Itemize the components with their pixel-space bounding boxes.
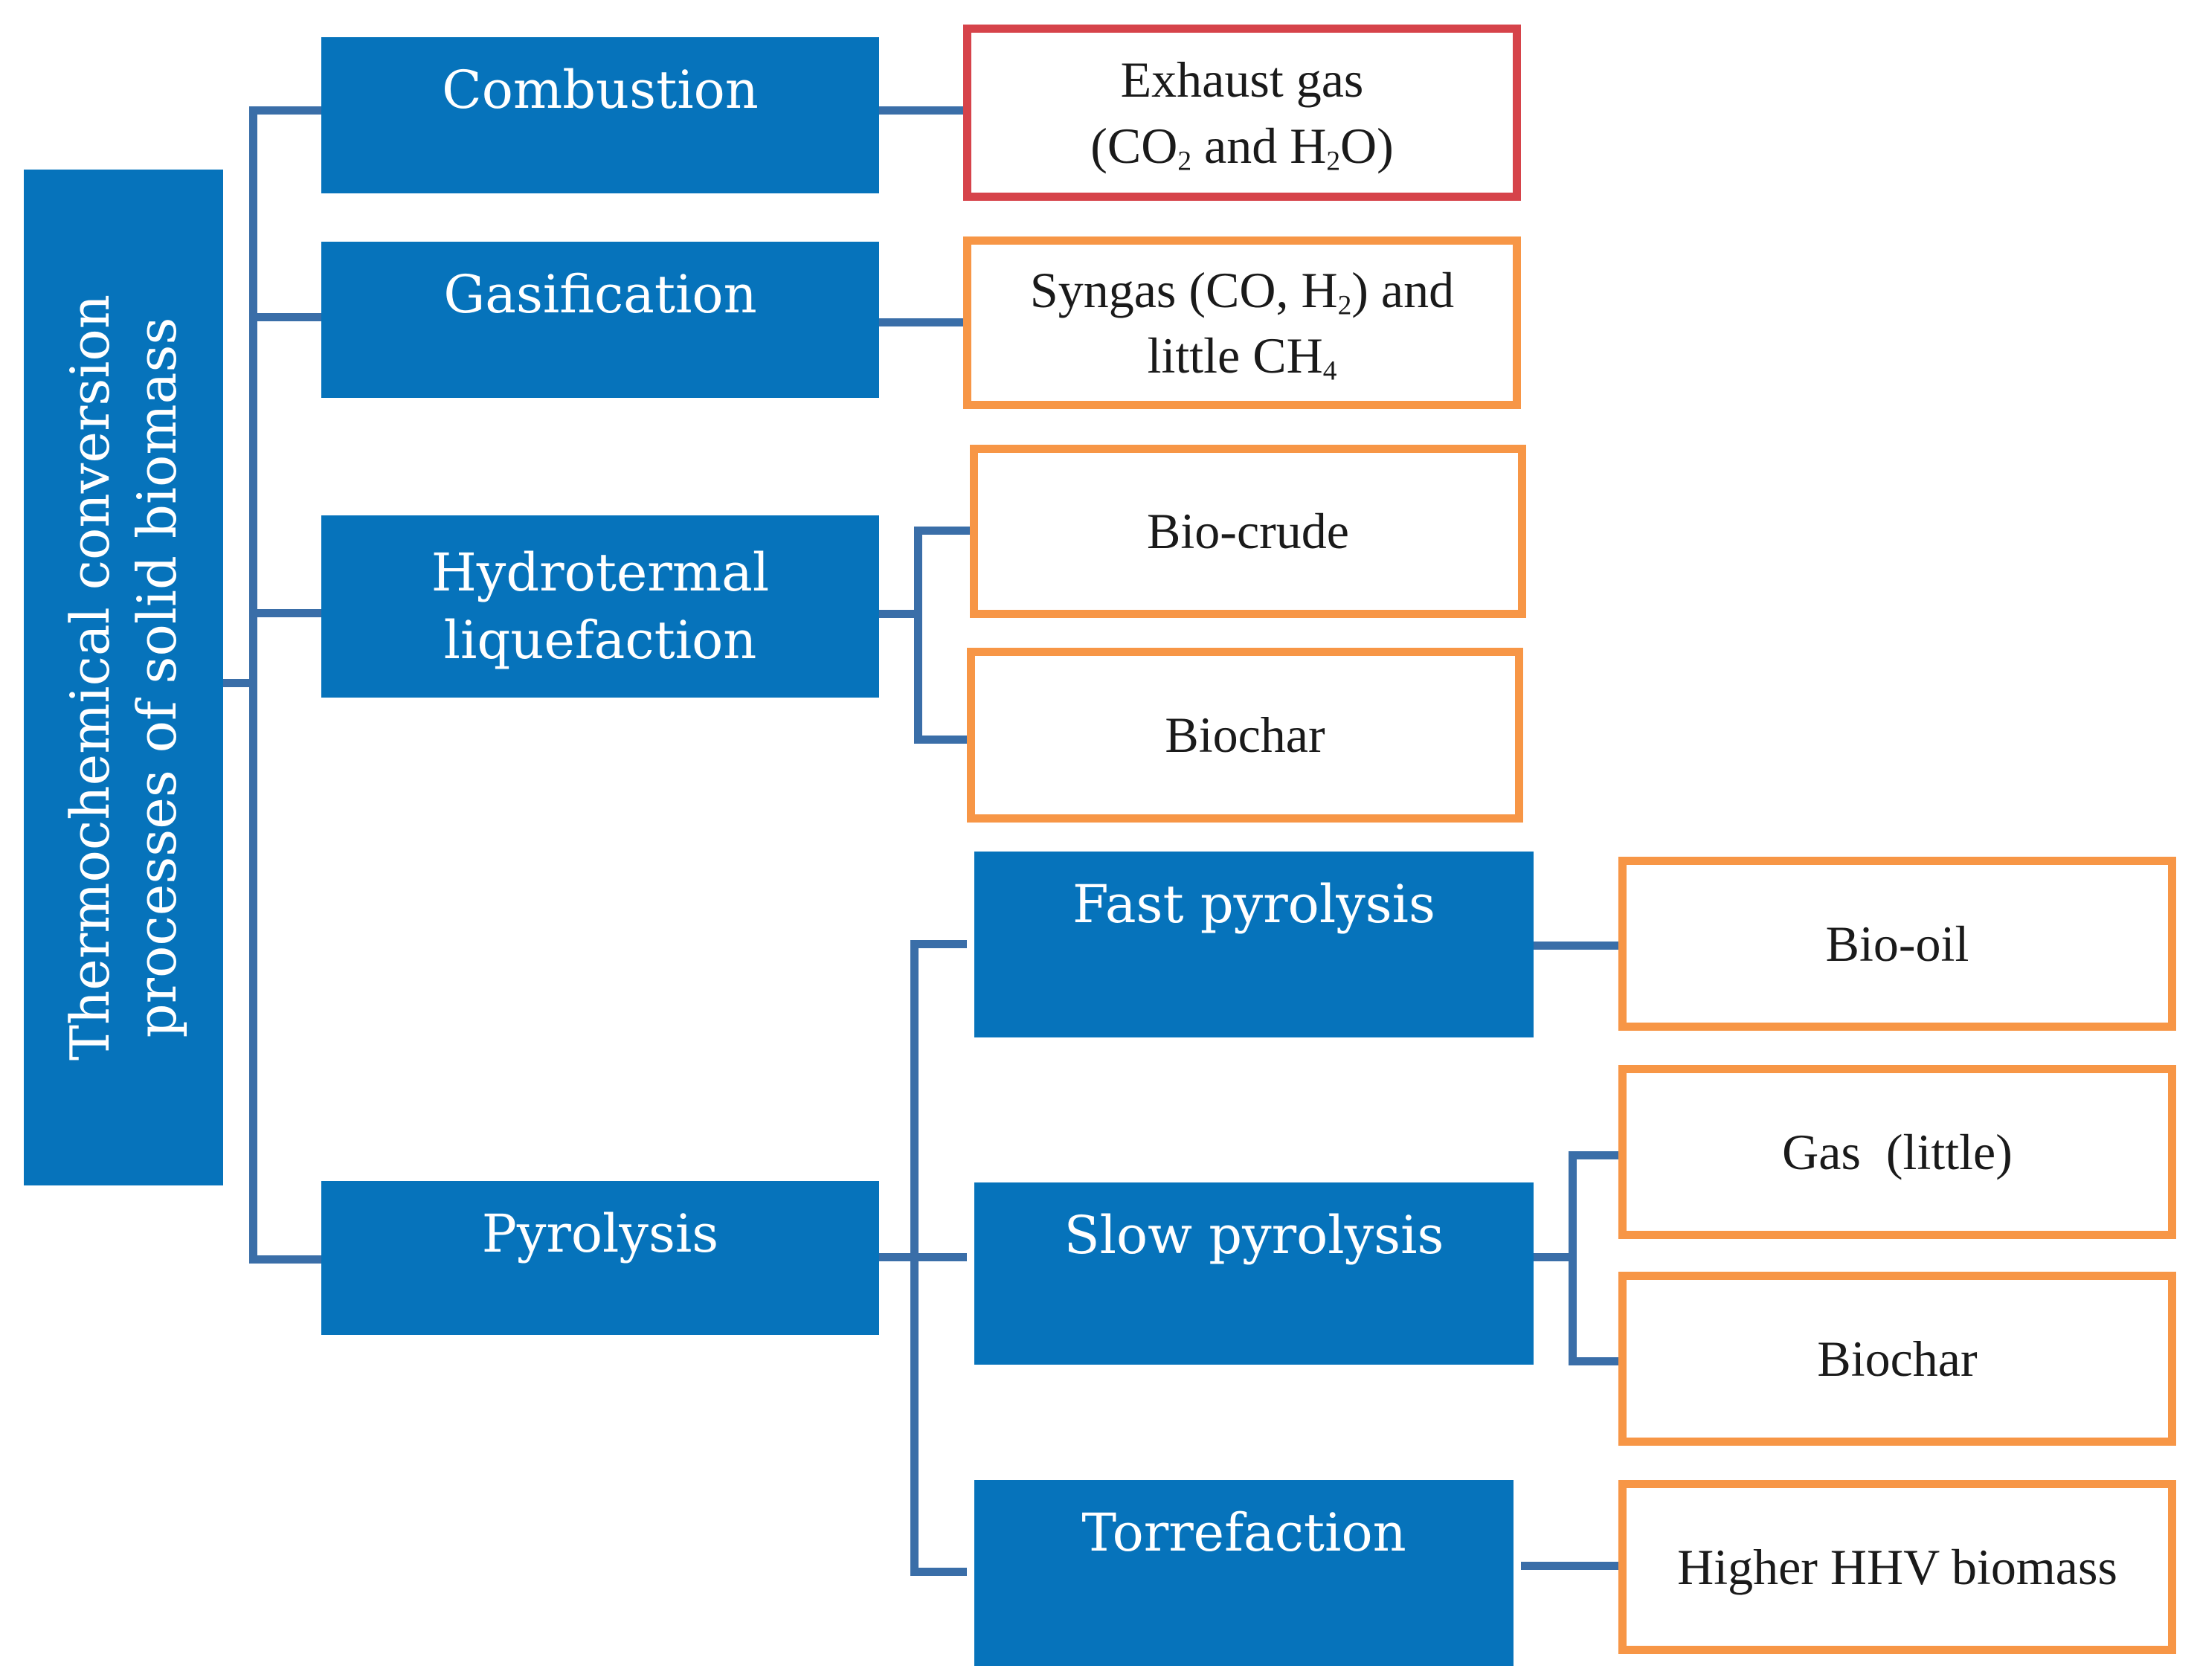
connector-slow-biochar [1569, 1357, 1623, 1365]
connector-to-pyrolysis [249, 1255, 324, 1264]
connector-combustion-exhaust [878, 106, 967, 115]
connector-htl-biochar [914, 736, 974, 744]
connector-torrefaction-hhv [1521, 1562, 1623, 1570]
product-higher-hhv-label: Higher HHV biomass [1677, 1538, 2117, 1595]
process-combustion: Combustion [321, 37, 879, 193]
pyrolysis-torrefaction-label: Torrefaction [1081, 1502, 1406, 1563]
connector-slow-gas [1569, 1151, 1623, 1159]
connector-to-torrefaction [910, 1568, 967, 1576]
connector-htl-biocrude [914, 527, 974, 535]
product-biochar-slow-label: Biochar [1817, 1330, 1978, 1387]
product-biochar-slow: Biochar [1618, 1272, 2176, 1446]
product-biochar-htl: Biochar [967, 648, 1523, 823]
product-biochar-htl-label: Biochar [1165, 707, 1325, 764]
pyrolysis-torrefaction: Torrefaction [974, 1480, 1514, 1666]
connector-to-fast-pyrolysis [910, 940, 967, 948]
root-label-line1: Thermochemical conversion [59, 294, 122, 1061]
product-higher-hhv-biomass: Higher HHV biomass [1618, 1480, 2176, 1654]
pyrolysis-slow-label: Slow pyrolysis [1064, 1205, 1444, 1266]
product-gas-little: Gas (little) [1618, 1065, 2176, 1239]
connector-to-htl [249, 609, 324, 617]
product-syngas-line1: Syngas (CO, H2) and [1029, 261, 1455, 321]
pyrolysis-fast-label: Fast pyrolysis [1072, 874, 1435, 935]
process-gasification-label: Gasification [443, 264, 757, 325]
product-exhaust-line1: Exhaust gas [1120, 51, 1364, 109]
root-label-line2: processes of solid biomass [126, 317, 189, 1038]
product-exhaust-gas: Exhaust gas (CO2 and H2O) [963, 25, 1521, 201]
connector-gasification-syngas [878, 318, 967, 326]
product-gas-little-label: Gas (little) [1782, 1123, 2013, 1180]
connector-slow-stub [1534, 1253, 1577, 1261]
process-gasification: Gasification [321, 242, 879, 398]
root-label: Thermochemical conversion processes of s… [57, 295, 190, 1061]
connector-pyrolysis-stub [878, 1253, 967, 1261]
pyrolysis-slow: Slow pyrolysis [974, 1182, 1534, 1365]
connector-main-trunk [249, 106, 257, 1264]
process-combustion-label: Combustion [442, 59, 759, 120]
process-htl-label-line1: Hydrotermal [431, 541, 770, 603]
connector-slow-branch [1569, 1151, 1577, 1365]
connector-to-gasification [249, 313, 324, 321]
product-bio-oil: Bio-oil [1618, 857, 2176, 1031]
product-bio-oil-label: Bio-oil [1825, 915, 1969, 972]
connector-to-combustion [249, 106, 324, 115]
pyrolysis-fast: Fast pyrolysis [974, 852, 1534, 1037]
process-hydrotermal-liquefaction: Hydrotermal liquefaction [321, 515, 879, 698]
process-htl-label-line2: liquefaction [443, 609, 757, 671]
product-bio-crude: Bio-crude [970, 445, 1526, 618]
connector-pyrolysis-branch [910, 940, 919, 1576]
connector-htl-branch [914, 527, 922, 744]
connector-root-stub [222, 679, 257, 687]
product-syngas: Syngas (CO, H2) and little CH4 [963, 236, 1521, 409]
product-syngas-line2: little CH4 [1147, 327, 1337, 387]
product-exhaust-line2: (CO2 and H2O) [1090, 117, 1394, 176]
connector-fast-biooil [1534, 942, 1623, 950]
process-pyrolysis-label: Pyrolysis [481, 1203, 719, 1264]
process-pyrolysis: Pyrolysis [321, 1181, 879, 1335]
product-bio-crude-label: Bio-crude [1147, 503, 1349, 560]
root-node: Thermochemical conversion processes of s… [24, 170, 223, 1185]
connector-htl-stub [878, 610, 922, 618]
